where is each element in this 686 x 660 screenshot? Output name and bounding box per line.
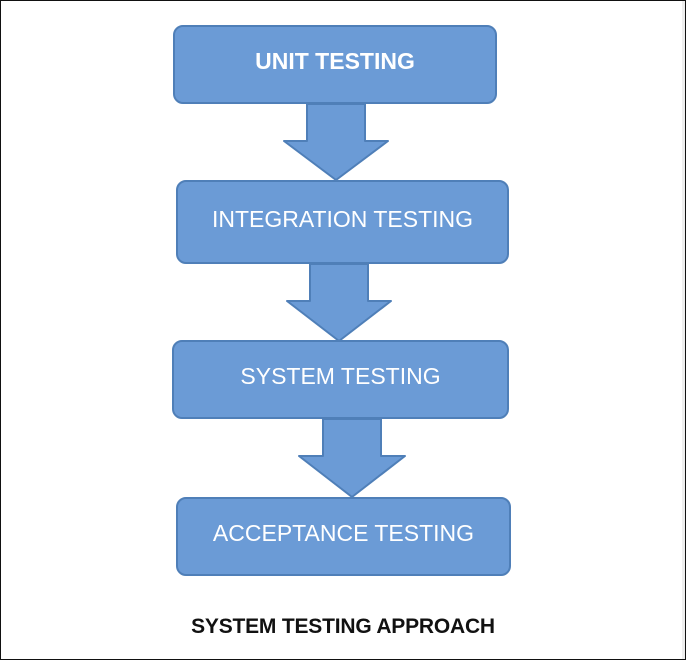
integration-testing-label: INTEGRATION TESTING [211,205,474,232]
system-testing-box: SYSTEM TESTING [172,340,509,419]
down-arrow-icon [298,418,406,498]
frame-shadow [682,1,685,659]
acceptance-testing-box: ACCEPTANCE TESTING [176,497,511,576]
integration-testing-box: INTEGRATION TESTING [176,180,509,264]
acceptance-testing-label: ACCEPTANCE TESTING [212,520,475,546]
system-testing-label: SYSTEM TESTING [240,363,441,389]
unit-testing-box: UNIT TESTING [173,25,497,104]
diagram-caption: SYSTEM TESTING APPROACH [191,615,495,638]
down-arrow-icon [283,103,389,181]
unit-testing-label: UNIT TESTING [255,48,415,74]
down-arrow-icon [286,263,392,342]
